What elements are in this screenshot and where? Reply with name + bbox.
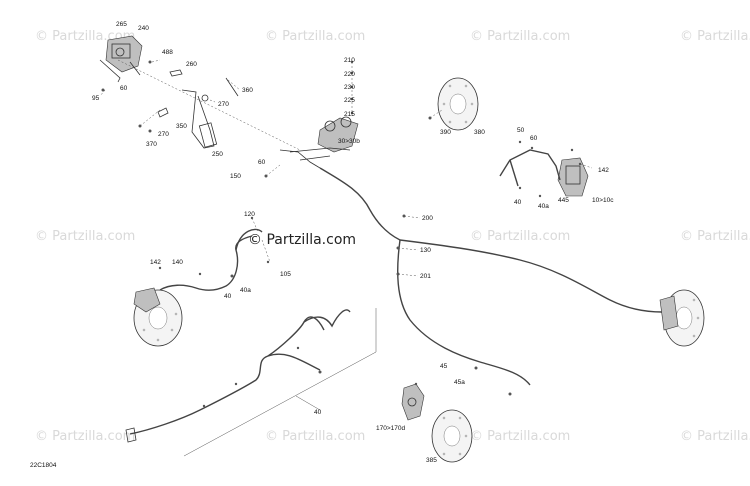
callout-label: 142	[150, 259, 161, 266]
callout-label: 120	[244, 211, 255, 218]
callout-label: 265	[116, 21, 127, 28]
callout-label: 360	[242, 87, 253, 94]
callout-label: 130	[420, 247, 431, 254]
rear-brake-disc-right	[659, 289, 705, 347]
watermark: © Partzilla.com	[470, 29, 570, 44]
pedal-master-cylinder-assembly	[99, 35, 301, 151]
callout-label: 60	[120, 85, 128, 92]
callout-label: 45	[440, 363, 448, 370]
watermark: © Partzilla.com	[470, 429, 570, 444]
rear-brake-line	[319, 167, 663, 396]
watermark: © Partzilla.com	[680, 429, 750, 444]
watermark: © Partzilla.com	[35, 429, 135, 444]
rear-caliper-center	[401, 382, 425, 421]
watermark: © Partzilla.com	[680, 229, 750, 244]
watermark: © Partzilla.com	[680, 29, 750, 44]
callout-label: 260	[186, 61, 197, 68]
callout-label: 60	[530, 135, 538, 142]
watermark-center: © Partzilla.com	[248, 232, 356, 248]
callout-label: 150	[230, 173, 241, 180]
front-left-hose	[158, 216, 271, 291]
callout-label: 40	[514, 199, 522, 206]
callout-labels: 265 240 488 260 60 95 360 270 350 270 37…	[30, 21, 614, 469]
callout-label: 270	[158, 131, 169, 138]
watermark: © Partzilla.com	[470, 229, 570, 244]
callout-label: 390	[440, 129, 451, 136]
callout-label: 380	[474, 129, 485, 136]
callout-label: 40a	[240, 287, 251, 294]
callout-label: 40	[314, 409, 322, 416]
brake-distribution-block	[264, 60, 359, 178]
callout-label: 215	[344, 111, 355, 118]
callout-label: 60	[258, 159, 266, 166]
callout-label: 240	[138, 25, 149, 32]
callout-label: 142	[598, 167, 609, 174]
callout-label: 488	[162, 49, 173, 56]
watermark: © Partzilla.com	[265, 429, 365, 444]
callout-label: 40	[224, 293, 232, 300]
callout-label: 201	[420, 273, 431, 280]
callout-label: 95	[92, 95, 100, 102]
watermark: © Partzilla.com	[35, 229, 135, 244]
callout-label: 200	[422, 215, 433, 222]
callout-label: 250	[212, 151, 223, 158]
callout-label: 40a	[538, 203, 549, 210]
callout-label: 385	[426, 457, 437, 464]
callout-label: 270	[218, 101, 229, 108]
callout-label: 210	[344, 57, 355, 64]
callout-label: 170>170d	[376, 425, 405, 432]
callout-label: 50	[517, 127, 525, 134]
callout-label: 105	[280, 271, 291, 278]
callout-label: 230	[344, 84, 355, 91]
watermark: © Partzilla.com	[265, 29, 365, 44]
front-brake-disc-left	[133, 287, 183, 347]
diagram-code: 22C1804	[30, 462, 57, 469]
callout-label: 225	[344, 97, 355, 104]
callout-label: 140	[172, 259, 183, 266]
rear-brake-disc-center	[431, 409, 473, 463]
watermark-layer: © Partzilla.com © Partzilla.com © Partzi…	[35, 29, 750, 444]
callout-label: 220	[344, 71, 355, 78]
front-brake-line-long	[125, 308, 377, 457]
front-brake-disc-right	[428, 77, 479, 131]
callout-label: 30>30b	[338, 138, 360, 145]
callout-label: 45a	[454, 379, 465, 386]
callout-label: 350	[176, 123, 187, 130]
callout-label: 370	[146, 141, 157, 148]
callout-label: 10>10c	[592, 197, 614, 204]
front-caliper-right	[499, 140, 593, 198]
callout-label: 445	[558, 197, 569, 204]
